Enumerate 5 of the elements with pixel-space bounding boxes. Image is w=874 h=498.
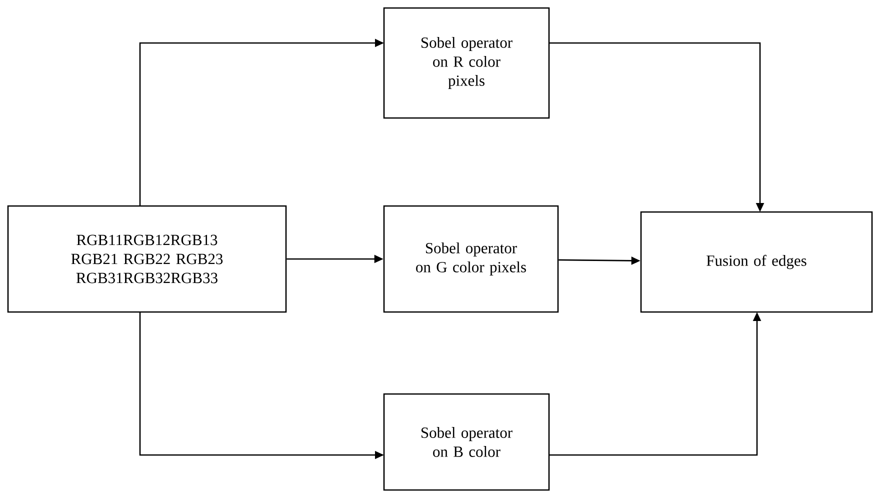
process-box: Sobel operator on B color [383, 393, 550, 491]
process-box: Sobel operator on G color pixels [383, 205, 559, 313]
process-box: RGB11RGB12RGB13 RGB21 RGB22 RGB23 RGB31RGB32RGB33 [7, 205, 287, 313]
process-box: Fusion of edges [640, 211, 873, 313]
process-box: Sobel operator on R color pixels [383, 7, 550, 119]
